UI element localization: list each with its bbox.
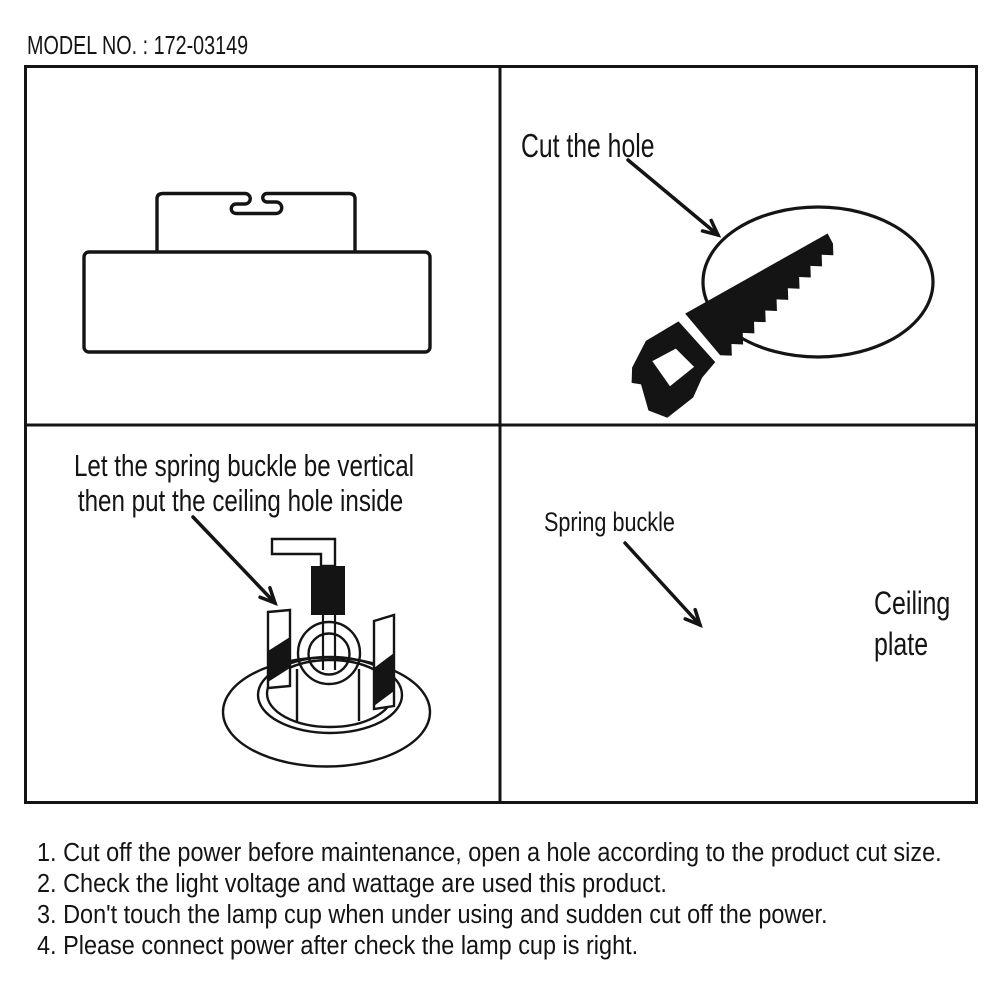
cut-hole-diagram bbox=[626, 158, 935, 418]
instruction-item-2: 2. Check the light voltage and wattage a… bbox=[37, 870, 667, 898]
instruction-item-3: 3. Don't touch the lamp cup when under u… bbox=[37, 901, 828, 929]
model-number: MODEL NO. : 172-03149 bbox=[27, 30, 318, 61]
downlight-with-spring-buckles-icon bbox=[221, 537, 432, 768]
ceiling-plate-line-1: Ceiling bbox=[874, 585, 951, 621]
hole-ellipse bbox=[701, 205, 935, 359]
ceiling-plate-label: Ceiling plate bbox=[874, 583, 972, 665]
recessed-lamp-side-view-icon bbox=[82, 191, 432, 354]
spring-buckle-step-caption: Let the spring buckle be vertical then p… bbox=[26, 448, 456, 518]
caption-line-1: Let the spring buckle be vertical bbox=[73, 448, 415, 483]
instruction-item-4: 4. Please connect power after check the … bbox=[37, 932, 639, 960]
cut-the-hole-label: Cut the hole bbox=[521, 127, 655, 164]
instruction-list: 1. Cut off the power before maintenance,… bbox=[37, 838, 1000, 962]
arrow-to-spring-buckle-drawing bbox=[191, 515, 278, 606]
model-number-text: MODEL NO. : 172-03149 bbox=[27, 30, 249, 60]
ceiling-plate-line-2: plate bbox=[874, 626, 929, 662]
arrow-from-spring-buckle-label bbox=[623, 541, 703, 629]
arrow-to-hole bbox=[626, 158, 722, 238]
instruction-item-1: 1. Cut off the power before maintenance,… bbox=[37, 839, 942, 867]
diagram-grid bbox=[24, 65, 978, 804]
hand-saw-icon bbox=[631, 233, 834, 418]
spring-buckle-label: Spring buckle bbox=[544, 507, 675, 537]
caption-line-2: then put the ceiling hole inside bbox=[78, 483, 404, 518]
